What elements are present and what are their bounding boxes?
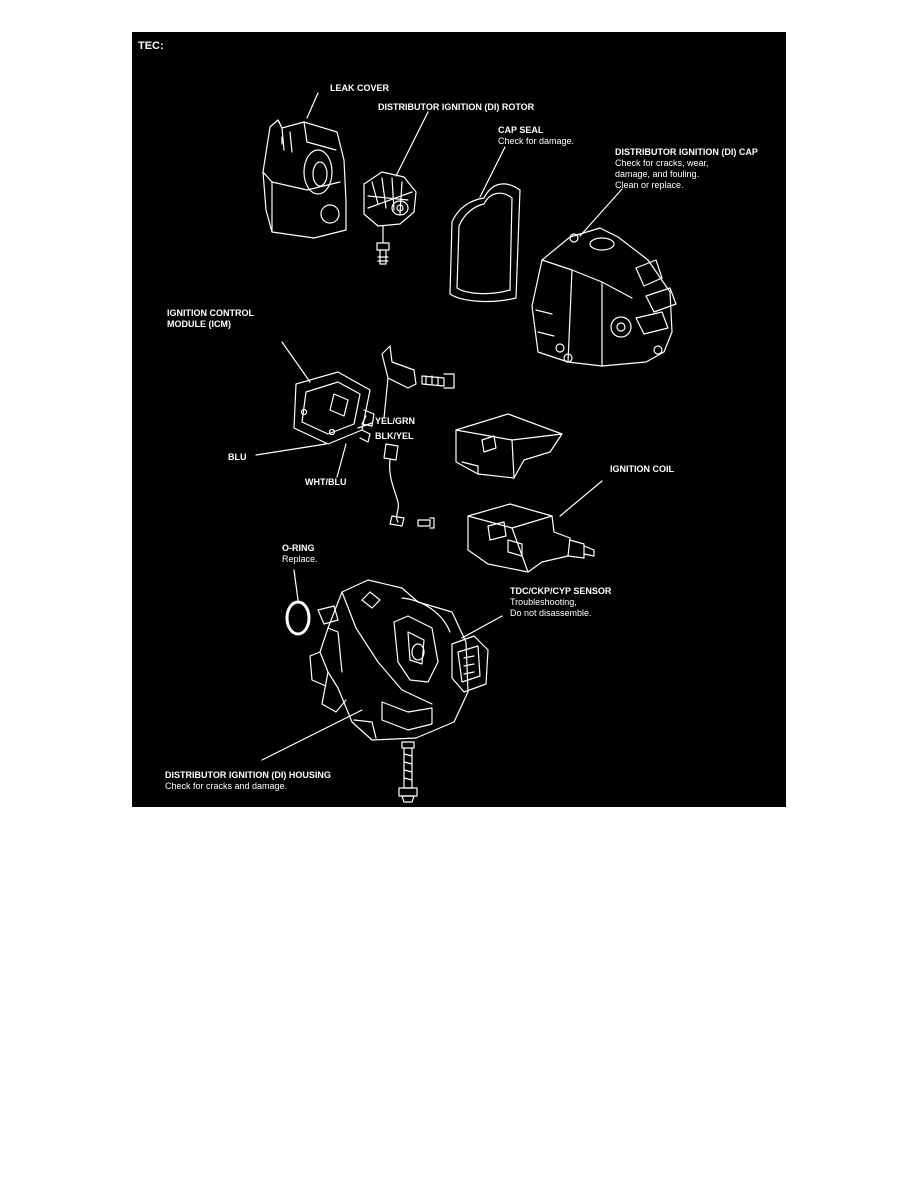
housing-part <box>309 579 489 741</box>
rotor-part <box>363 171 417 265</box>
rotor-leader <box>395 111 429 177</box>
blk-yel-label: BLK/YEL <box>375 431 414 441</box>
leak-cover-leader <box>306 92 319 119</box>
housing-label: DISTRIBUTOR IGNITION (DI) HOUSING Check … <box>165 770 331 791</box>
blu-label: BLU <box>228 452 247 462</box>
cap-seal-part <box>449 183 521 303</box>
cap-leader <box>579 188 623 237</box>
cap-seal-label: CAP SEAL Check for damage. <box>498 125 575 146</box>
ignition-coil-label: IGNITION COIL <box>610 464 674 474</box>
yel-grn-leader <box>361 415 367 425</box>
diagram-heading: TEC: <box>138 40 164 52</box>
cap-seal-leader <box>479 146 506 198</box>
rotor-label: DISTRIBUTOR IGNITION (DI) ROTOR <box>378 102 535 112</box>
sensor-leader <box>461 615 503 639</box>
leak-cover-label: LEAK COVER <box>330 83 390 93</box>
diagram-panel: TEC: <box>132 32 786 807</box>
housing-bolt-part <box>398 741 418 803</box>
cap-seal-inner <box>456 192 513 295</box>
wht-blu-leader <box>336 443 347 478</box>
icm-label: IGNITION CONTROL MODULE (ICM) <box>167 308 254 329</box>
cap-label: DISTRIBUTOR IGNITION (DI) CAP Check for … <box>615 147 758 190</box>
coil-leader <box>559 480 603 517</box>
exploded-view-drawing <box>255 92 677 803</box>
bracket-part <box>381 345 455 419</box>
o-ring-leader <box>293 569 299 601</box>
leak-cover-part <box>262 119 347 239</box>
housing-leader <box>261 709 363 761</box>
sensor-label: TDC/CKP/CYP SENSOR Troubleshooting, Do n… <box>510 586 612 618</box>
ignition-coil-part <box>467 503 595 573</box>
distributor-cap-part <box>531 227 677 367</box>
o-ring-part <box>285 600 311 636</box>
yel-grn-label: YEL/GRN <box>375 416 416 426</box>
coil-cover-part <box>455 413 563 479</box>
wht-blu-label: WHT/BLU <box>305 477 347 487</box>
blk-yel-leader <box>357 422 373 429</box>
blu-leader <box>255 443 327 456</box>
o-ring-label: O-RING Replace. <box>282 543 318 564</box>
ground-wire-part <box>383 443 435 529</box>
icm-part <box>293 371 375 445</box>
icm-leader <box>281 341 311 383</box>
